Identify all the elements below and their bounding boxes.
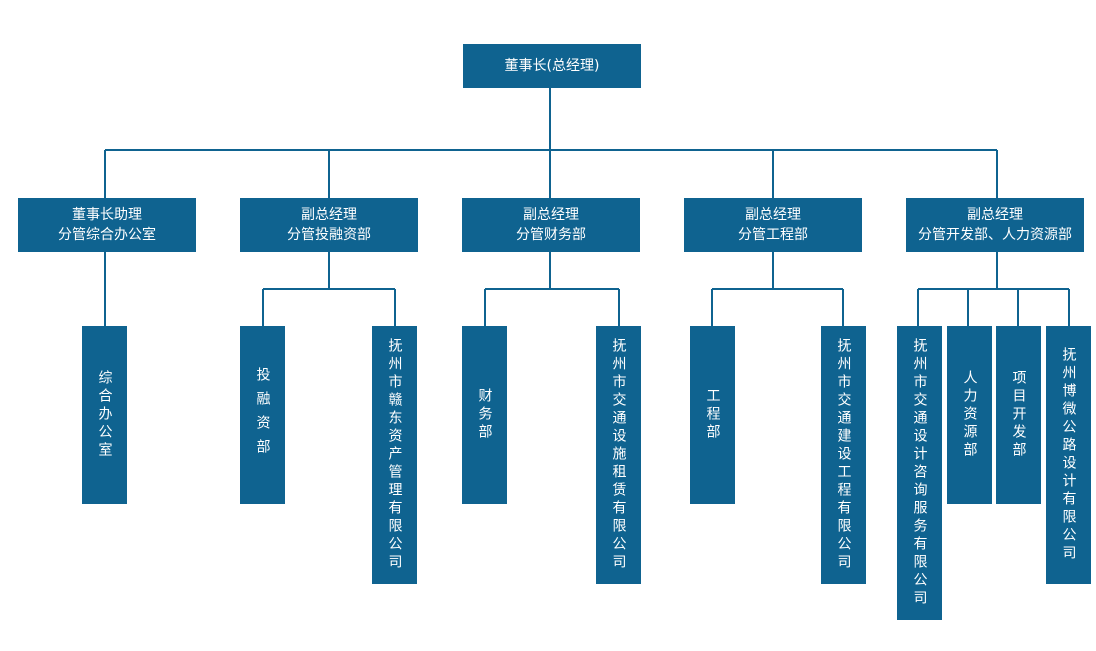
unit-investment-dept: 投融资部 — [240, 326, 285, 504]
chairman-box: 董事长(总经理) — [463, 44, 641, 88]
unit-gandong-asset-company: 抚州市赣东资产管理有限公司 — [372, 326, 417, 584]
unit-finance-dept: 财务部 — [462, 326, 507, 504]
unit-project-development-dept: 项目开发部 — [996, 326, 1041, 504]
manager-box-assistant: 董事长助理 分管综合办公室 — [18, 198, 196, 252]
unit-traffic-construction-company: 抚州市交通建设工程有限公司 — [821, 326, 866, 584]
unit-traffic-design-consulting-company: 抚州市交通设计咨询服务有限公司 — [897, 326, 942, 620]
unit-traffic-facility-leasing-company: 抚州市交通设施租赁有限公司 — [596, 326, 641, 584]
unit-bowei-highway-design-company: 抚州博微公路设计有限公司 — [1046, 326, 1091, 584]
unit-engineering-dept: 工程部 — [690, 326, 735, 504]
manager-box-development-hr: 副总经理 分管开发部、人力资源部 — [906, 198, 1084, 252]
unit-hr-dept: 人力资源部 — [947, 326, 992, 504]
manager-box-finance: 副总经理 分管财务部 — [462, 198, 640, 252]
unit-general-office: 综合办公室 — [82, 326, 127, 504]
manager-box-investment: 副总经理 分管投融资部 — [240, 198, 418, 252]
manager-box-engineering: 副总经理 分管工程部 — [684, 198, 862, 252]
